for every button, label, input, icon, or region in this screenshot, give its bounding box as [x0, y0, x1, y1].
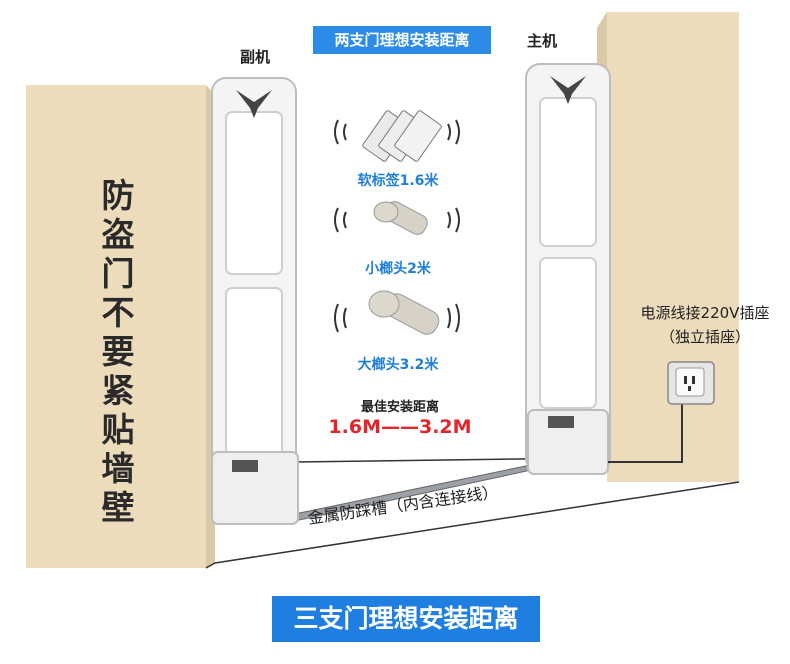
power-socket-icon: [667, 361, 715, 405]
left-gate: [211, 77, 299, 525]
best-distance-label: 最佳安装距离: [360, 400, 439, 415]
small-hammer-tag-icon: [334, 201, 460, 235]
warning-char: 盗: [101, 215, 135, 254]
warning-char: 壁: [101, 488, 135, 527]
warning-char: 防: [101, 176, 135, 215]
right-gate: [525, 63, 611, 475]
warning-char: 要: [101, 332, 135, 371]
right-unit-label: 主机: [527, 32, 558, 50]
warning-char: 不: [101, 293, 135, 332]
left-unit-label: 副机: [240, 48, 271, 66]
bottom-badge: 三支门理想安装距离: [272, 596, 540, 642]
soft-label-icon: [334, 110, 460, 162]
power-note-line2: （独立插座）: [659, 328, 750, 346]
best-distance-range: 1.6M——3.2M: [328, 416, 472, 438]
large-hammer-tag-icon: [334, 290, 460, 335]
warning-char: 门: [101, 254, 135, 293]
left-wall-warning: 防 盗 门 不 要 紧 贴 墙 壁: [98, 176, 138, 527]
top-badge: 两支门理想安装距离: [313, 26, 491, 54]
warning-char: 贴: [101, 410, 135, 449]
tag-label-large-hammer: 大榔头3.2米: [357, 357, 439, 373]
tag-label-small-hammer: 小榔头2米: [365, 261, 431, 277]
tag-label-soft: 软标签1.6米: [357, 173, 439, 189]
warning-char: 紧: [101, 371, 135, 410]
power-note-line1: 电源线接220V插座: [640, 304, 770, 322]
warning-char: 墙: [101, 449, 135, 488]
